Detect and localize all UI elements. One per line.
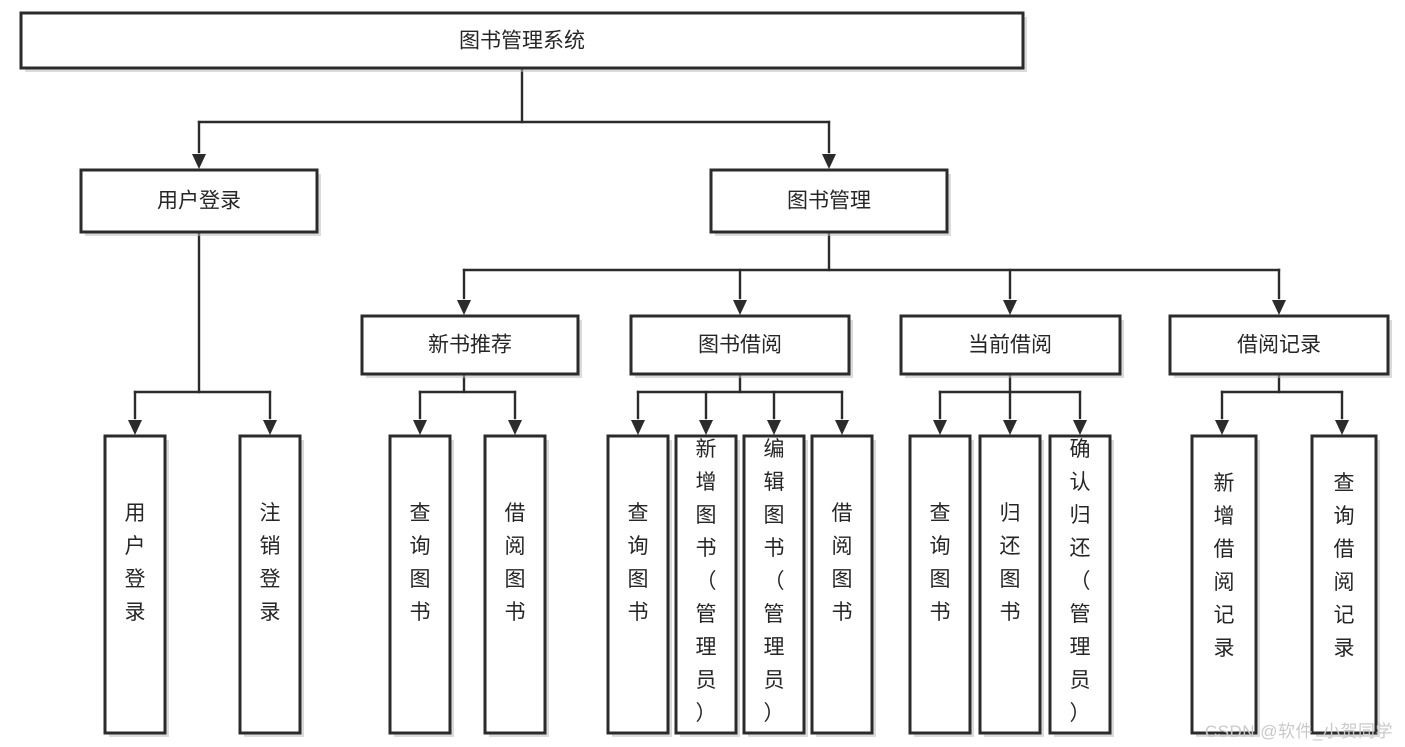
- arrow-to-current-borrow: [1003, 300, 1017, 315]
- arrow-to-leaf-add-record: [1215, 420, 1229, 435]
- arrow-to-leaf-query-book-2: [631, 420, 645, 435]
- node-leaf-add-book-label: 新增图书（管理员）: [696, 438, 717, 725]
- node-borrow-record[interactable]: 借阅记录: [1168, 314, 1392, 378]
- node-book-manage[interactable]: 图书管理: [709, 168, 951, 236]
- node-new-book-recommend[interactable]: 新书推荐: [360, 314, 582, 378]
- node-leaf-query-book-2-label: 查询图书: [628, 502, 649, 624]
- node-leaf-query-record[interactable]: 查询借阅记录: [1310, 434, 1380, 737]
- arrow-to-leaf-add-book: [699, 420, 713, 435]
- node-user-login-label: 用户登录: [157, 190, 241, 213]
- arrow-to-leaf-borrow-book-2: [835, 420, 849, 435]
- node-leaf-borrow-book-2-label: 借阅图书: [832, 502, 853, 624]
- arrow-to-leaf-query-book-1: [413, 420, 427, 435]
- node-leaf-user-logout-label: 注销登录: [260, 502, 281, 624]
- node-book-manage-label: 图书管理: [787, 190, 871, 213]
- node-leaf-add-book[interactable]: 新增图书（管理员）: [674, 434, 740, 737]
- node-leaf-confirm-return-label: 确认归还（管理员）: [1070, 438, 1091, 725]
- node-leaf-return-book-label: 归还图书: [1000, 502, 1021, 624]
- node-leaf-return-book[interactable]: 归还图书: [978, 434, 1044, 737]
- arrow-to-book-manage: [822, 154, 836, 169]
- arrow-to-leaf-edit-book: [767, 420, 781, 435]
- node-book-borrow[interactable]: 图书借阅: [629, 314, 853, 378]
- edges-layer: [128, 66, 1349, 435]
- node-leaf-query-book-1-label: 查询图书: [410, 502, 431, 624]
- arrow-to-book-borrow: [733, 300, 747, 315]
- arrow-to-leaf-user-logout: [263, 420, 277, 435]
- arrow-to-new-book-recommend: [457, 300, 471, 315]
- node-current-borrow-label: 当前借阅: [968, 334, 1052, 357]
- node-leaf-borrow-book-1[interactable]: 借阅图书: [483, 434, 549, 737]
- node-root-label: 图书管理系统: [459, 30, 585, 53]
- node-leaf-add-record-label: 新增借阅记录: [1214, 472, 1235, 660]
- node-book-borrow-label: 图书借阅: [698, 334, 782, 357]
- node-leaf-edit-book[interactable]: 编辑图书（管理员）: [742, 434, 808, 737]
- node-current-borrow[interactable]: 当前借阅: [899, 314, 1124, 378]
- node-borrow-record-label: 借阅记录: [1237, 334, 1321, 357]
- arrow-to-borrow-record: [1272, 300, 1286, 315]
- node-leaf-query-book-1[interactable]: 查询图书: [388, 434, 454, 737]
- node-leaf-borrow-book-2[interactable]: 借阅图书: [810, 434, 876, 737]
- arrow-to-leaf-confirm-return: [1073, 420, 1087, 435]
- node-leaf-user-logout[interactable]: 注销登录: [238, 434, 304, 737]
- arrow-to-leaf-return-book: [1003, 420, 1017, 435]
- node-leaf-edit-book-label: 编辑图书（管理员）: [764, 438, 785, 725]
- arrow-to-leaf-query-record: [1335, 420, 1349, 435]
- arrow-to-leaf-user-login: [128, 420, 142, 435]
- arrow-to-leaf-query-book-3: [933, 420, 947, 435]
- node-leaf-add-record[interactable]: 新增借阅记录: [1190, 434, 1260, 737]
- arrow-to-leaf-borrow-book-1: [508, 420, 522, 435]
- node-leaf-query-record-label: 查询借阅记录: [1334, 472, 1355, 660]
- node-leaf-query-book-2[interactable]: 查询图书: [606, 434, 672, 737]
- node-leaf-confirm-return[interactable]: 确认归还（管理员）: [1048, 434, 1114, 737]
- node-leaf-query-book-3-label: 查询图书: [930, 502, 951, 624]
- node-user-login[interactable]: 用户登录: [79, 168, 321, 236]
- node-root[interactable]: 图书管理系统: [19, 11, 1027, 72]
- node-new-book-recommend-label: 新书推荐: [428, 334, 512, 357]
- node-leaf-user-login[interactable]: 用户登录: [103, 434, 169, 737]
- arrow-to-user-login: [192, 154, 206, 169]
- node-leaf-user-login-label: 用户登录: [125, 502, 146, 624]
- node-leaf-borrow-book-1-label: 借阅图书: [505, 502, 526, 624]
- node-leaf-query-book-3[interactable]: 查询图书: [908, 434, 974, 737]
